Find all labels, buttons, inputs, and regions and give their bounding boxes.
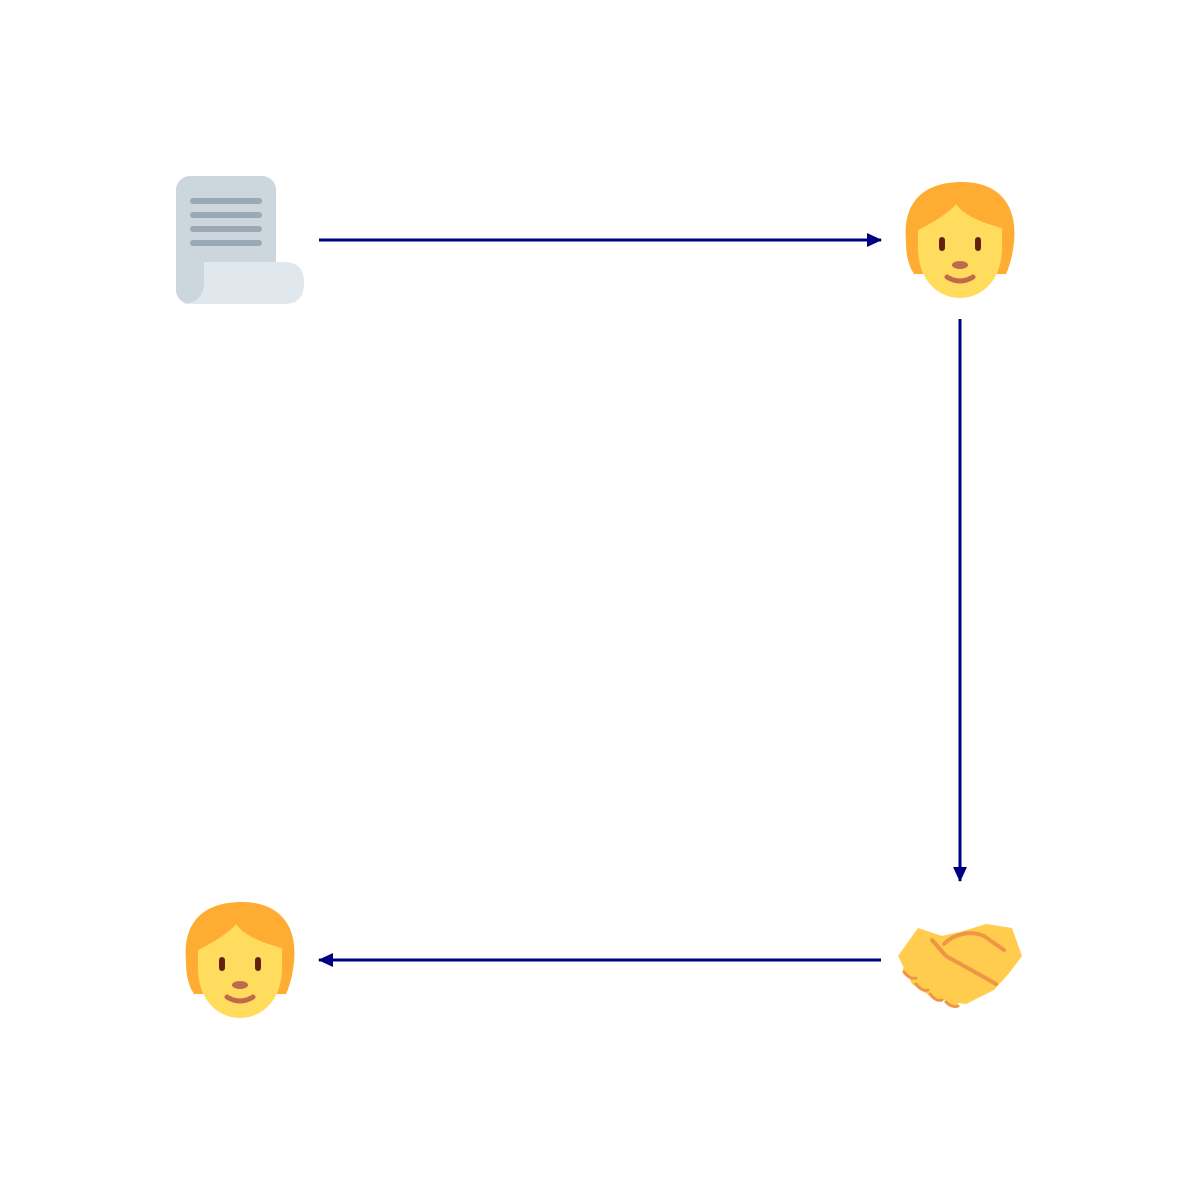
- scroll-document-icon: [176, 176, 304, 304]
- handshake-icon: [898, 924, 1022, 1008]
- person-icon: [905, 182, 1015, 298]
- person-icon: [185, 902, 295, 1018]
